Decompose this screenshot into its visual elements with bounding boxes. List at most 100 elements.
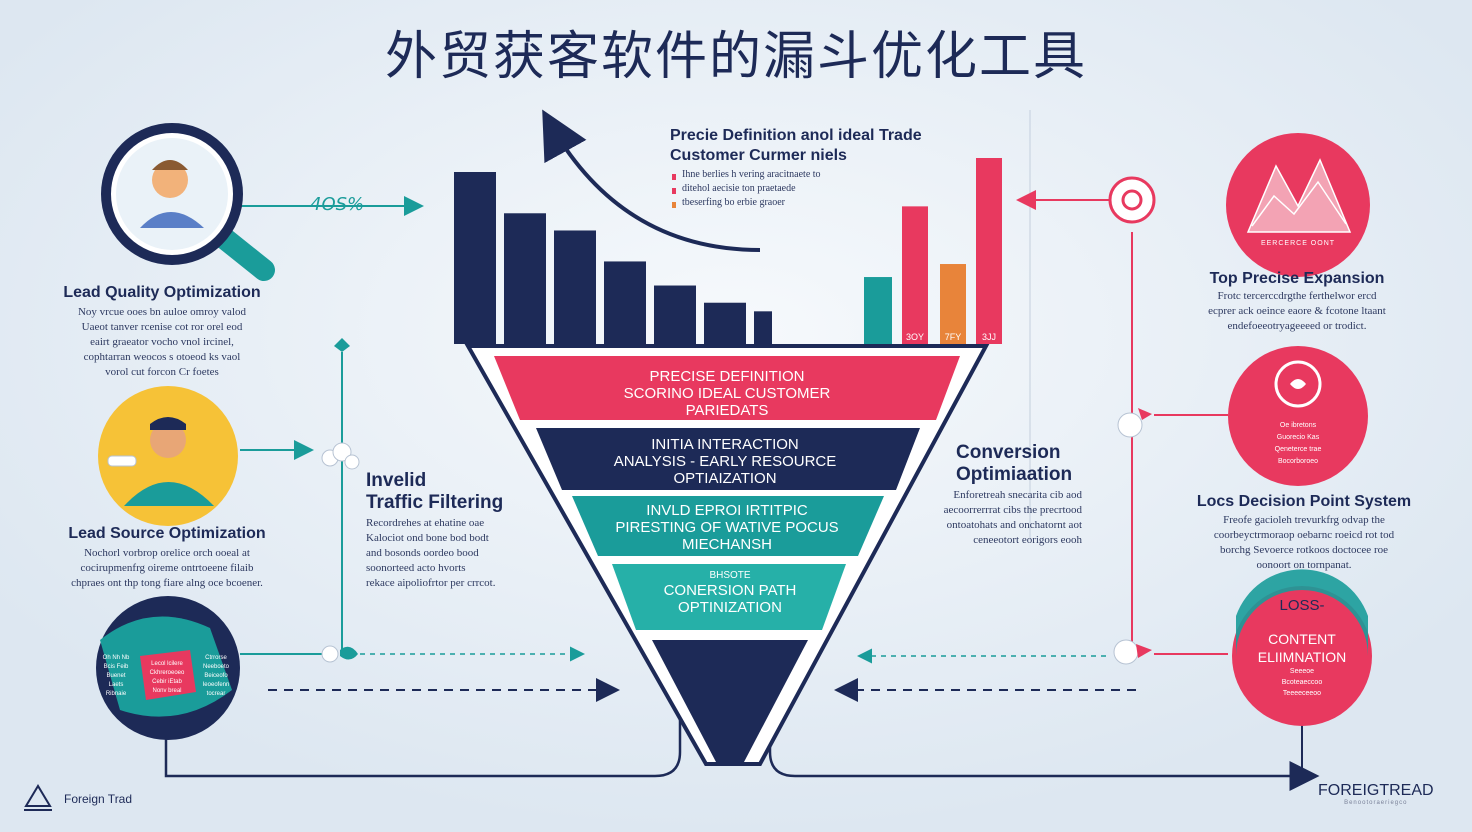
lead-source-heading: Lead Source Optimization: [68, 525, 266, 542]
filtering-line: rekace aipoliofrtor per crrcot.: [366, 577, 496, 589]
conversion-line: aecoorrerrrat cibs the precrtood: [943, 504, 1082, 516]
top-precise-heading: Top Precise Expansion: [1209, 270, 1385, 287]
fish-icon: [321, 645, 358, 663]
conversion-line: ontoatohats and onchatornt aot: [946, 519, 1082, 531]
footer-brand-right-sub: Benootoraeriegco: [1344, 800, 1408, 806]
decision-text: Freofe gacioleh trevurkfrg odvap the coo…: [1176, 513, 1432, 573]
declining-bar: [704, 302, 746, 344]
map-label: Buenet: [106, 673, 126, 679]
growth-bar: [902, 206, 928, 344]
bullet-markers: [672, 174, 676, 208]
target-icon: [1108, 176, 1156, 224]
filtering-heading-line: Traffic Filtering: [366, 492, 504, 513]
conversion-text: Enforetreah snecarita cib aod aecoorrerr…: [898, 488, 1082, 548]
funnel-band-4-label: BHSOTE CONERSION PATH OPTINIZATION: [636, 570, 824, 616]
mountain-chart-circle: [1226, 133, 1370, 277]
decision-circle-line: Guorecio Kas: [1276, 434, 1320, 441]
decision-line: coorbeyctrmoraop oebarnc roeicd rot tod: [1213, 529, 1395, 541]
lead-quality-text: Noy vrcue ooes bn auloe omroy valod Uaeo…: [30, 305, 294, 380]
band-line: PRECISE DEFINITION: [649, 368, 805, 385]
band-line: SCORINO IDEAL CUSTOMER: [623, 385, 831, 402]
filtering-line: and bosonds oordeo bood: [366, 547, 479, 559]
map-label: Beiceofo: [204, 673, 228, 679]
band-line: BHSOTE: [709, 570, 751, 581]
funnel-band-3-label: INVLD EPROI IRTITPIC PIRESTING OF WATIVE…: [600, 502, 854, 553]
conversion-heading-line: Optimiaation: [956, 464, 1073, 485]
lead-quality-line: eairt graeator vocho vnol ircinel,: [90, 336, 234, 348]
band-line: MIECHANSH: [681, 536, 772, 553]
connector-node-icon: [334, 338, 350, 352]
decision-circle-text: Oe ibretons Guorecio Kas Qeneterce trae …: [1248, 420, 1348, 468]
loss-circle-text: LOSS- CONTENT ELIIMNATION Seeeoe Bcoteae…: [1238, 596, 1366, 699]
page-title: 外贸获客软件的漏斗优化工具: [384, 27, 1087, 87]
avatar-head: [152, 162, 188, 198]
expansion-circle-caption: EERCERCE OONT: [1260, 240, 1336, 247]
map-label: tocrear: [206, 691, 226, 697]
definition-note-2: ditehol aecisie ton praetaede: [682, 183, 796, 194]
filtering-line: Kalociot ond bone bod bodt: [366, 532, 489, 544]
loss-circle-line: Bcoteaeccoo: [1281, 679, 1323, 686]
loss-circle-line: Seeeoe: [1289, 668, 1315, 675]
top-precise-line: endefoeeotryageeeed or trodict.: [1227, 320, 1367, 332]
loss-circle-line: Teeeeceeoo: [1282, 690, 1322, 697]
trend-curve-arrow: [542, 109, 761, 252]
band-line: INVLD EPROI IRTITPIC: [646, 502, 808, 519]
loss-circle-line: CONTENT: [1268, 631, 1336, 647]
band-line: ANALYSIS - EARLY RESOURCE: [613, 453, 837, 470]
handshake-icon: [1113, 639, 1152, 665]
conversion-heading-line: Conversion: [956, 442, 1061, 463]
lead-source-line: cocirupmenfrg oireme ontrtoeene filaib: [80, 562, 254, 574]
declining-bar: [754, 311, 772, 344]
lead-quality-line: cophtarran weocos s otoeod ks vaol: [83, 351, 241, 363]
filtering-heading: Invelid Traffic Filtering: [366, 470, 503, 514]
decision-circle-line: Bocorboroeo: [1277, 458, 1319, 465]
bottom-flow-right: [768, 700, 1320, 791]
band-line: INITIA INTERACTION: [651, 436, 799, 453]
funnel-band-1: [494, 356, 960, 420]
definition-note-1: Ihne berlies h vering aracitnaete to: [682, 169, 821, 180]
band-line: OPTINIZATION: [678, 599, 782, 616]
map-label: Cebir iEtab: [152, 679, 182, 685]
growth-bar: [976, 158, 1002, 344]
definition-heading: Precie Definition anol ideal Trade Custo…: [670, 127, 922, 164]
foreign-trade-logo-icon: [24, 784, 52, 811]
map-labels-left: Oh Nh Nb Bcis Feib Buenet Laets Ribnaie: [96, 654, 136, 699]
decision-circle-line: Oe ibretons: [1279, 422, 1317, 429]
map-label: Neeboeto: [202, 664, 230, 670]
map-label: Ckhreroeoeo: [149, 670, 185, 676]
footer-brand-right-name: FOREIGTREAD: [1318, 782, 1434, 799]
growth-bar-chart: 3OY 7FY 3JJ: [864, 158, 1002, 344]
decision-heading: Locs Decision Point System: [1196, 493, 1412, 510]
map-label: Ribnaie: [105, 691, 127, 697]
growth-bar-label: 7FY: [945, 332, 962, 342]
filtering-line: Recordrehes at ehatine oae: [366, 517, 485, 529]
growth-bar-label: 3OY: [906, 332, 924, 342]
filtering-text: Recordrehes at ehatine oae Kalociot ond …: [366, 516, 546, 591]
growth-bar-label: 3JJ: [982, 332, 996, 342]
decision-circle-line: Qeneterce trae: [1274, 446, 1322, 453]
declining-bar: [554, 230, 596, 344]
lead-source-line: chpraes ont thp tong fiare alng oce bcoe…: [71, 577, 263, 589]
filtering-line: soonorteed acto hvorts: [366, 562, 466, 574]
map-label: Ieoeofenn: [202, 682, 230, 688]
decision-line: oonoort on tornpanat.: [1256, 559, 1352, 571]
decision-circle: [1228, 346, 1368, 486]
loss-circle-line: ELIIMNATION: [1257, 649, 1347, 665]
robot-icon: [1117, 408, 1152, 438]
top-precise-line: ecprer ack oeince eaore & fcotone ltaant: [1208, 305, 1386, 317]
top-precise-line: Frotc tercerccdrgthe ferthelwor ercd: [1217, 290, 1377, 302]
declining-bar: [604, 261, 646, 344]
definition-note-3: tbeserfing bo erbie graoer: [682, 197, 786, 208]
lead-quality-line: Uaeot tanver rcenise cot ror orel eod: [81, 321, 243, 333]
lead-quality-line: vorol cut forcon Cr foetes: [105, 366, 219, 378]
magnifier-icon: [101, 123, 275, 281]
map-label: Nonv breal: [152, 688, 182, 694]
map-label: Laets: [108, 682, 124, 688]
map-label: Ctrrorse: [205, 655, 227, 661]
conversion-line: ceneeotort eorigors eooh: [973, 534, 1082, 546]
cloud-icon: [321, 442, 360, 470]
definition-notes: Ihne berlies h vering aracitnaete to dit…: [682, 168, 922, 210]
avatar-source-circle: [98, 386, 238, 526]
map-labels-center: Lecol lcilere Ckhreroeoeo Cebir iEtab No…: [140, 660, 194, 696]
